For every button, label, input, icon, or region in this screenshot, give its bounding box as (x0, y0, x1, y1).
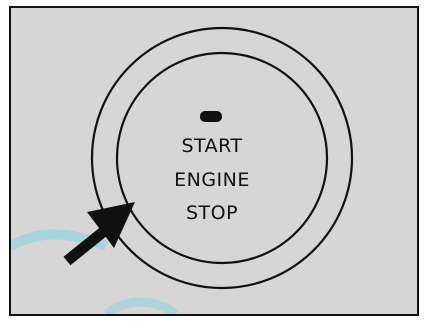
button-label-stop: STOP (186, 202, 238, 224)
button-label-engine: ENGINE (174, 169, 250, 191)
start-stop-button[interactable] (117, 53, 327, 263)
engine-start-stop-illustration: START ENGINE STOP (11, 8, 417, 314)
indicator-lamp-icon (200, 111, 222, 122)
illustration-panel: START ENGINE STOP (9, 6, 419, 316)
watermark-arc (106, 302, 176, 314)
button-label-start: START (181, 135, 242, 157)
